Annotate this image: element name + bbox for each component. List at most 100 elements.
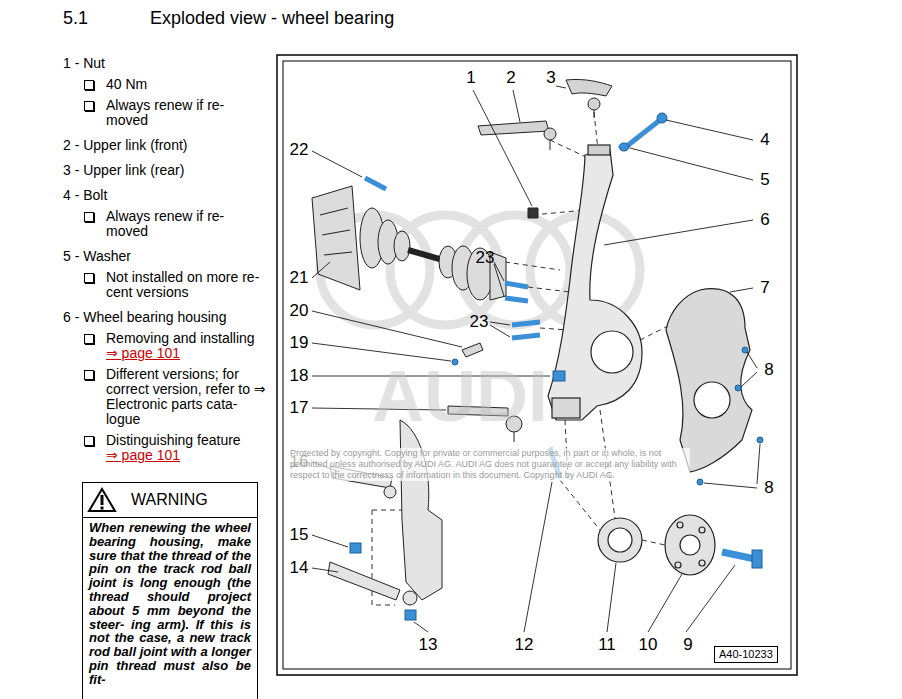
part-note: Removing and installing	[106, 331, 266, 346]
drawing-part	[680, 535, 700, 555]
drawing-part	[704, 483, 757, 488]
warning-mark	[101, 507, 104, 510]
drawing-part	[552, 398, 580, 418]
drawing-part	[675, 562, 681, 568]
drawing-part	[312, 186, 360, 290]
drawing-part	[505, 298, 528, 301]
section-number: 5.1	[63, 8, 88, 28]
drawing-part	[594, 112, 598, 150]
drawing-part	[666, 289, 752, 472]
warning-text: When renewing the wheel bearing housing,…	[83, 518, 257, 690]
drawing-part	[490, 322, 510, 325]
callout-number: 22	[290, 141, 309, 159]
callout-number: 3	[546, 69, 555, 87]
drawing-part	[550, 140, 551, 150]
warning-triangle	[89, 489, 115, 511]
drawing-part	[505, 262, 560, 270]
callout-number: 13	[419, 636, 438, 654]
drawing-part	[460, 215, 570, 325]
drawing-part	[741, 372, 757, 387]
drawing-part	[642, 540, 665, 545]
part-note: Not installed on more re- cent versions	[106, 270, 266, 300]
drawing-part	[666, 120, 753, 140]
drawing-part	[630, 148, 753, 180]
page-link: ⇒ page 101	[106, 346, 266, 361]
figure-id: A40-10233	[719, 648, 773, 660]
callout-number: 20	[290, 302, 309, 320]
part-heading: 3 - Upper link (rear)	[63, 163, 268, 178]
figure-id-box: A40-10233	[714, 646, 778, 663]
drawing-part	[697, 479, 703, 485]
blue-bolts	[350, 113, 763, 620]
drawing-part	[686, 565, 735, 632]
drawing-part	[365, 178, 386, 189]
drawing-part	[544, 128, 556, 140]
drawing-part	[494, 262, 504, 281]
drawing-part	[730, 288, 753, 292]
drawing-part	[312, 343, 451, 361]
leader-lines	[312, 86, 760, 632]
checkbox-symbol	[84, 101, 94, 111]
drawing-part	[400, 420, 442, 600]
drawing-part	[627, 120, 660, 146]
drawing-part	[553, 371, 565, 381]
drawing-part	[699, 560, 705, 566]
drawing-part	[462, 343, 483, 357]
callout-number: 8	[764, 361, 773, 379]
drawing-part	[747, 352, 757, 368]
drawing-part	[550, 140, 588, 158]
drawing-part	[528, 208, 538, 218]
drawing-part	[648, 574, 682, 632]
callout-number: 6	[760, 211, 769, 229]
drawing-part	[591, 331, 633, 373]
drawing-part	[665, 515, 715, 575]
drawing-part	[320, 208, 352, 255]
part-heading: 2 - Upper link (front)	[63, 138, 268, 153]
drawing-part	[604, 220, 753, 245]
drawing-part	[560, 480, 600, 530]
drawing-part	[512, 322, 540, 325]
drawing-part	[384, 486, 396, 498]
drawing-part	[735, 385, 741, 391]
drawing-part	[372, 510, 405, 511]
warning-heading: WARNING	[131, 491, 208, 509]
backing-plate	[666, 289, 752, 472]
page-title: Exploded view - wheel bearing	[150, 8, 394, 28]
checkbox-symbol	[84, 370, 94, 380]
frame-outer	[277, 55, 797, 675]
callout-number: 21	[290, 269, 309, 287]
drawing-part	[394, 231, 410, 261]
drawing-part	[512, 335, 540, 338]
drawing-part	[588, 145, 610, 155]
drawing-part	[494, 264, 504, 296]
drawing-part	[312, 568, 338, 572]
part-heading: 6 - Wheel bearing housing	[63, 310, 268, 325]
callout-number: 23	[476, 249, 495, 267]
dashed-lines	[372, 112, 680, 605]
callout-number: 9	[683, 636, 692, 654]
checkbox-symbol	[84, 273, 94, 283]
drawing-part	[608, 528, 632, 552]
callout-number: 11	[598, 636, 616, 654]
logo-watermark: AUDI	[372, 360, 548, 432]
driveshaft	[312, 186, 506, 300]
drawing-part	[390, 215, 500, 325]
drawing-part	[490, 325, 510, 337]
callout-number: 14	[290, 559, 309, 577]
drawing-part	[598, 518, 642, 562]
drawing-part	[619, 143, 629, 151]
drawing-part	[657, 113, 667, 123]
part-note: Always renew if re- moved	[106, 209, 266, 239]
part-note: Always renew if re- moved	[106, 98, 266, 128]
drawing-part	[757, 437, 763, 443]
callout-number: 17	[290, 399, 309, 417]
warning-mark	[101, 495, 104, 505]
part-note: Different versions; for correct version,…	[106, 367, 266, 427]
drawing-part	[328, 562, 400, 600]
drawing-part	[505, 283, 528, 287]
callout-number: 7	[760, 279, 769, 297]
callout-number: 8	[764, 479, 773, 497]
callout-number: 15	[290, 526, 309, 544]
drawing-part	[312, 311, 462, 347]
checkbox-symbol	[84, 212, 94, 222]
